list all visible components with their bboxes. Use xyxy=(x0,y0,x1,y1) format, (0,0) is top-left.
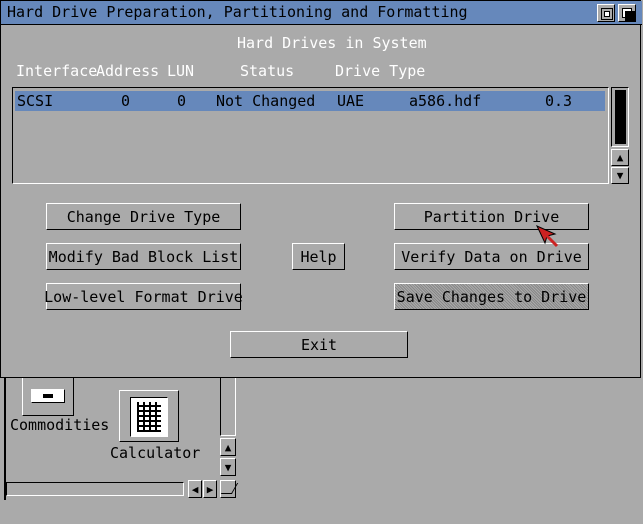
commodities-drawer[interactable] xyxy=(20,376,76,418)
list-scrollbar[interactable] xyxy=(611,87,629,147)
zoom-gadget-icon[interactable] xyxy=(597,4,615,22)
low-level-format-button[interactable]: Low-level Format Drive xyxy=(44,283,243,310)
drive-interface: SCSI xyxy=(17,92,54,110)
scroll-left-arrow-icon[interactable]: ◀ xyxy=(188,480,202,498)
modify-bad-block-list-button[interactable]: Modify Bad Block List xyxy=(46,243,241,270)
calculator-icon[interactable] xyxy=(119,390,179,442)
vertical-scrollbar[interactable] xyxy=(220,374,236,436)
exit-button[interactable]: Exit xyxy=(230,331,408,358)
calculator-label[interactable]: Calculator xyxy=(110,444,201,462)
verify-data-button[interactable]: Verify Data on Drive xyxy=(394,243,589,270)
column-header-lun: LUN xyxy=(167,62,195,80)
commodities-label[interactable]: Commodities xyxy=(10,416,110,434)
save-changes-button[interactable]: Save Changes to Drive xyxy=(394,283,589,310)
scroll-right-arrow-icon[interactable]: ▶ xyxy=(203,480,217,498)
column-header-status: Status xyxy=(240,62,295,80)
drive-file: a586.hdf xyxy=(409,92,482,110)
window-title: Hard Drive Preparation, Partitioning and… xyxy=(7,3,468,21)
depth-gadget-icon[interactable] xyxy=(618,4,636,22)
drive-row[interactable]: SCSI 0 0 Not Changed UAE a586.hdf 0.3 xyxy=(15,91,605,111)
drive-status: Not Changed xyxy=(216,92,316,110)
horizontal-scrollbar[interactable] xyxy=(6,482,184,496)
drawer-icon xyxy=(22,376,74,416)
column-header-drive-type: Drive Type xyxy=(335,62,426,80)
drive-list[interactable]: SCSI 0 0 Not Changed UAE a586.hdf 0.3 xyxy=(12,87,609,184)
scroll-up-arrow-icon[interactable]: ▲ xyxy=(220,438,236,456)
mouse-pointer-icon xyxy=(536,225,559,248)
workbench-drawer-window: Commodities Calculator ▲ ▼ ◀ ▶ xyxy=(4,372,240,500)
drive-version: 0.3 xyxy=(545,92,573,110)
list-scroll-up-icon[interactable]: ▲ xyxy=(611,149,629,166)
list-scroll-down-icon[interactable]: ▼ xyxy=(611,167,629,184)
scroll-down-arrow-icon[interactable]: ▼ xyxy=(220,458,236,476)
drive-lun: 0 xyxy=(177,92,187,110)
drive-type: UAE xyxy=(337,92,365,110)
resize-gadget-icon[interactable] xyxy=(220,480,239,498)
column-header-address: Address xyxy=(96,62,160,80)
section-title: Hard Drives in System xyxy=(237,34,427,52)
drive-address: 0 xyxy=(121,92,131,110)
help-button[interactable]: Help xyxy=(292,243,345,270)
change-drive-type-button[interactable]: Change Drive Type xyxy=(46,203,241,230)
hd-toolbox-window: Hard Drive Preparation, Partitioning and… xyxy=(0,0,642,378)
partition-drive-button[interactable]: Partition Drive xyxy=(394,203,589,230)
column-header-interface: Interface xyxy=(16,62,98,80)
title-bar[interactable]: Hard Drive Preparation, Partitioning and… xyxy=(1,1,642,25)
